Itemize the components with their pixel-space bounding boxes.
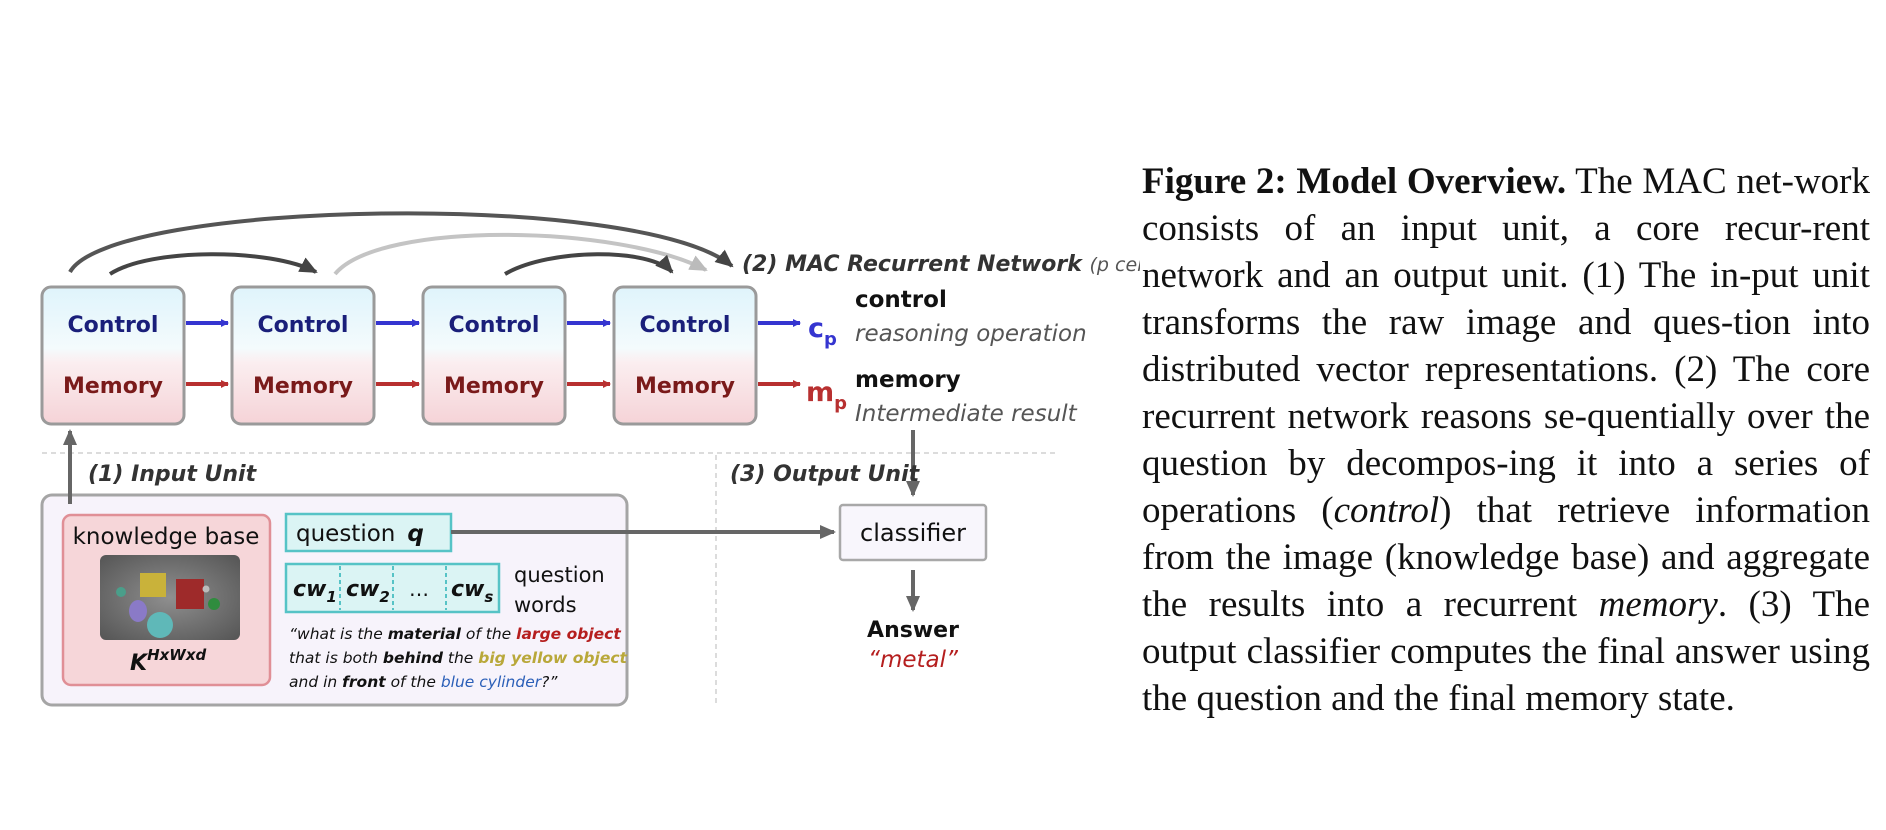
word-cw2: cw2 bbox=[346, 577, 390, 606]
mac-cell-2: Control Memory bbox=[230, 285, 376, 426]
scene-image bbox=[100, 555, 240, 640]
caption-text-2: ) that retrieve information from the ima… bbox=[1142, 490, 1870, 625]
input-unit-label: (1) Input Unit bbox=[88, 462, 258, 487]
kb-symbol: KHxWxd bbox=[130, 646, 207, 676]
skip-arrow-1 bbox=[108, 252, 318, 276]
control-output-symbol: cp bbox=[808, 313, 837, 350]
knowledge-base-label: knowledge base bbox=[73, 524, 260, 550]
answer-value: “metal” bbox=[868, 647, 959, 673]
memory-output-symbol: mp bbox=[806, 377, 847, 414]
question-box bbox=[284, 512, 453, 553]
figure-caption: Figure 2: Model Overview. The MAC net-wo… bbox=[1142, 158, 1870, 722]
memory-output-desc: Intermediate result bbox=[855, 401, 1078, 427]
cell-memory-label: Memory bbox=[253, 374, 353, 399]
control-output-title: control bbox=[855, 287, 947, 313]
control-output-desc: reasoning operation bbox=[855, 321, 1087, 347]
word-ellipsis: … bbox=[409, 577, 429, 601]
caption-control-word: control bbox=[1333, 490, 1440, 531]
question-words-label: question bbox=[514, 563, 605, 587]
question-words-label-2: words bbox=[514, 593, 577, 617]
cell-control-label: Control bbox=[640, 313, 731, 338]
memory-output-title: memory bbox=[855, 367, 961, 393]
mac-network-label: (2) MAC Recurrent Network (p cells) bbox=[742, 252, 1140, 277]
word-cw1: cw1 bbox=[293, 577, 337, 606]
skip-arrow-light bbox=[333, 232, 708, 276]
question-text-line-1: “what is the material of the large objec… bbox=[289, 625, 621, 643]
output-unit-label: (3) Output Unit bbox=[730, 462, 921, 487]
cell-control-label: Control bbox=[449, 313, 540, 338]
cell-control-label: Control bbox=[68, 313, 159, 338]
answer-label: Answer bbox=[867, 618, 959, 643]
cell-memory-label: Memory bbox=[635, 374, 735, 399]
context-words: cw1 cw2 … cws bbox=[284, 562, 501, 614]
skip-arrow-large bbox=[68, 211, 734, 274]
classifier-box bbox=[838, 503, 988, 562]
skip-arrow-2 bbox=[504, 252, 674, 276]
cell-control-label: Control bbox=[258, 313, 349, 338]
cell-memory-label: Memory bbox=[63, 374, 163, 399]
caption-text-3: . (3) The output classifier computes the… bbox=[1142, 584, 1871, 719]
mac-figure: (2) MAC Recurrent Network (p cells) Cont… bbox=[40, 211, 1140, 707]
classifier-label: classifier bbox=[860, 519, 966, 547]
mac-cell-4: Control Memory bbox=[612, 285, 758, 426]
mac-cell-1: Control Memory bbox=[40, 285, 186, 426]
word-cws: cws bbox=[451, 577, 493, 606]
caption-label: Figure 2: Model Overview. bbox=[1142, 161, 1567, 202]
caption-memory-word: memory bbox=[1598, 584, 1718, 625]
mac-cell-3: Control Memory bbox=[421, 285, 567, 426]
question-text-line-2: that is both behind the big yellow objec… bbox=[289, 649, 628, 667]
caption-text-1: The MAC net-work consists of an input un… bbox=[1142, 161, 1870, 531]
cell-memory-label: Memory bbox=[444, 374, 544, 399]
question-text-line-3: and in front of the blue cylinder?” bbox=[289, 673, 558, 691]
